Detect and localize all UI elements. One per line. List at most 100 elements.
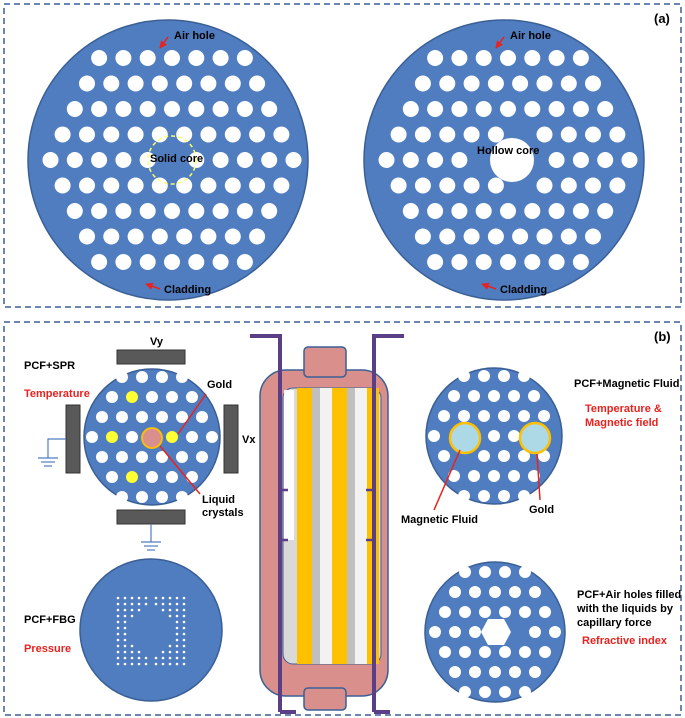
air-hole: [427, 203, 444, 219]
grating-dot: [175, 662, 179, 666]
air-hole: [451, 254, 468, 270]
air-hole: [136, 411, 148, 423]
air-hole: [519, 566, 531, 578]
air-hole: [139, 254, 156, 270]
grating-dot: [116, 608, 120, 612]
air-hole: [212, 203, 229, 219]
spr-measurand: Temperature: [24, 388, 90, 400]
air-hole: [188, 203, 205, 219]
air-hole: [151, 75, 168, 92]
tube-stripe-6: [355, 388, 367, 664]
grating-dot: [182, 644, 186, 648]
grating-dot: [154, 602, 158, 606]
air-hole: [585, 75, 601, 92]
air-hole: [458, 490, 470, 502]
grating-dot: [175, 608, 179, 612]
air-hole: [200, 126, 217, 143]
grating-dot: [182, 650, 186, 654]
air-hole: [164, 50, 180, 66]
grating-dot: [168, 602, 172, 606]
air-hole: [524, 101, 541, 117]
air-hole: [439, 75, 456, 92]
air-hole: [498, 410, 510, 422]
air-hole: [498, 370, 510, 382]
air-hole: [414, 177, 431, 194]
air-hole: [224, 177, 241, 194]
magnetic-measurand-1: Temperature &: [585, 403, 662, 415]
air-hole: [176, 228, 193, 245]
air-hole: [249, 75, 266, 92]
grating-dot: [130, 596, 134, 600]
air-hole: [91, 254, 108, 270]
grating-dot: [154, 656, 158, 660]
air-hole: [200, 75, 217, 92]
air-hole: [136, 491, 148, 503]
grating-dot: [144, 656, 148, 660]
magnetic-fluid-hole-left: [448, 421, 482, 455]
grating-dot: [123, 596, 127, 600]
air-hole: [529, 586, 541, 598]
hollow-core: [490, 138, 534, 182]
air-hole: [79, 126, 95, 143]
air-hole: [166, 471, 178, 483]
air-hole: [402, 203, 419, 219]
air-hole: [390, 177, 407, 194]
capillary-tube: [250, 334, 404, 714]
air-hole: [560, 126, 577, 143]
grating-dot: [116, 662, 120, 666]
air-hole: [66, 152, 83, 168]
air-hole: [451, 101, 468, 117]
grating-dot: [130, 608, 134, 612]
grating-dot: [182, 602, 186, 606]
air-hole: [164, 203, 180, 219]
air-hole: [103, 228, 120, 245]
air-hole: [414, 75, 431, 92]
capillary-filled-sensor: PCF+Air holes filled with the liquids by…: [424, 561, 681, 703]
air-hole: [518, 410, 530, 422]
air-hole: [212, 152, 229, 168]
air-hole: [475, 101, 492, 117]
air-hole: [164, 101, 180, 117]
air-hole: [479, 646, 491, 658]
air-hole: [449, 626, 461, 638]
grating-dot: [182, 608, 186, 612]
air-hole: [91, 152, 108, 168]
air-hole: [439, 126, 456, 143]
air-hole: [106, 391, 118, 403]
grating-dot: [154, 596, 158, 600]
right-air-hole-label: Air hole: [510, 30, 551, 42]
air-hole: [79, 177, 95, 194]
air-hole: [188, 101, 205, 117]
air-hole: [479, 606, 491, 618]
air-hole: [176, 411, 188, 423]
grating-dot: [116, 626, 120, 630]
air-hole: [66, 101, 83, 117]
air-hole: [249, 126, 266, 143]
air-hole: [451, 203, 468, 219]
air-hole: [459, 686, 471, 698]
air-hole: [451, 152, 468, 168]
grating-dot: [175, 602, 179, 606]
air-hole: [224, 126, 241, 143]
air-hole: [96, 451, 108, 463]
air-hole: [500, 254, 516, 270]
air-hole: [249, 228, 266, 245]
air-hole: [54, 177, 71, 194]
air-hole: [66, 203, 83, 219]
grating-dot: [116, 644, 120, 648]
magnetic-gold-label: Gold: [529, 504, 554, 516]
air-hole: [236, 152, 253, 168]
electrode-vy-label: Vy: [150, 336, 164, 348]
grating-dot: [123, 656, 127, 660]
panel-b: (b) PCF+SPR Temperature Vy Vx: [3, 321, 682, 716]
air-hole: [512, 228, 529, 245]
grating-dot: [168, 650, 172, 654]
air-hole: [509, 666, 521, 678]
air-hole: [572, 50, 589, 66]
air-hole: [538, 410, 550, 422]
grating-dot: [182, 626, 186, 630]
air-hole: [487, 228, 504, 245]
air-hole: [116, 411, 128, 423]
air-hole: [487, 177, 504, 194]
